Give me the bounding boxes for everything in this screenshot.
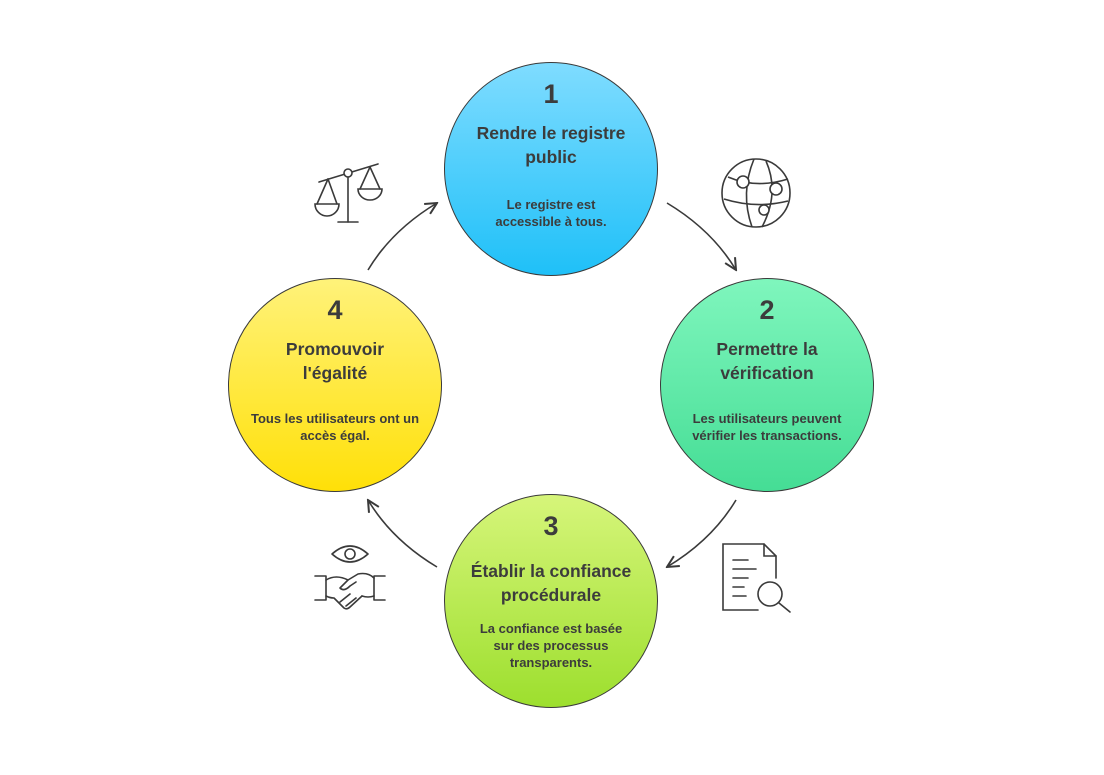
step-title: Établir la confiance procédurale bbox=[470, 561, 632, 605]
step-number: 4 bbox=[327, 295, 343, 325]
step-title: Rendre le registre public bbox=[476, 123, 626, 167]
arrow-3-to-4 bbox=[368, 500, 438, 568]
step-description: La confiance est basée sur des processus… bbox=[479, 621, 623, 670]
step-number: 2 bbox=[759, 295, 775, 325]
step-4-circle: 4 Promouvoir l'égalité Tous les utilisat… bbox=[228, 278, 442, 492]
arrow-2-to-3 bbox=[667, 499, 737, 567]
eye-handshake-icon bbox=[314, 545, 386, 610]
globe-network-icon bbox=[721, 158, 791, 228]
arrow-1-to-2 bbox=[666, 202, 736, 270]
step-number: 3 bbox=[543, 511, 559, 541]
step-title: Promouvoir l'égalité bbox=[285, 339, 385, 383]
arrow-4-to-1 bbox=[367, 203, 437, 271]
step-description: Le registre est accessible à tous. bbox=[495, 197, 607, 229]
step-description: Les utilisateurs peuvent vérifier les tr… bbox=[692, 411, 842, 443]
step-number: 1 bbox=[543, 79, 559, 109]
step-description: Tous les utilisateurs ont un accès égal. bbox=[250, 411, 420, 443]
document-search-icon bbox=[722, 543, 791, 613]
balance-scale-icon bbox=[314, 163, 383, 223]
step-title: Permettre la vérification bbox=[716, 339, 818, 383]
step-3-circle: 3 Établir la confiance procédurale La co… bbox=[444, 494, 658, 708]
step-2-circle: 2 Permettre la vérification Les utilisat… bbox=[660, 278, 874, 492]
step-1-circle: 1 Rendre le registre public Le registre … bbox=[444, 62, 658, 276]
